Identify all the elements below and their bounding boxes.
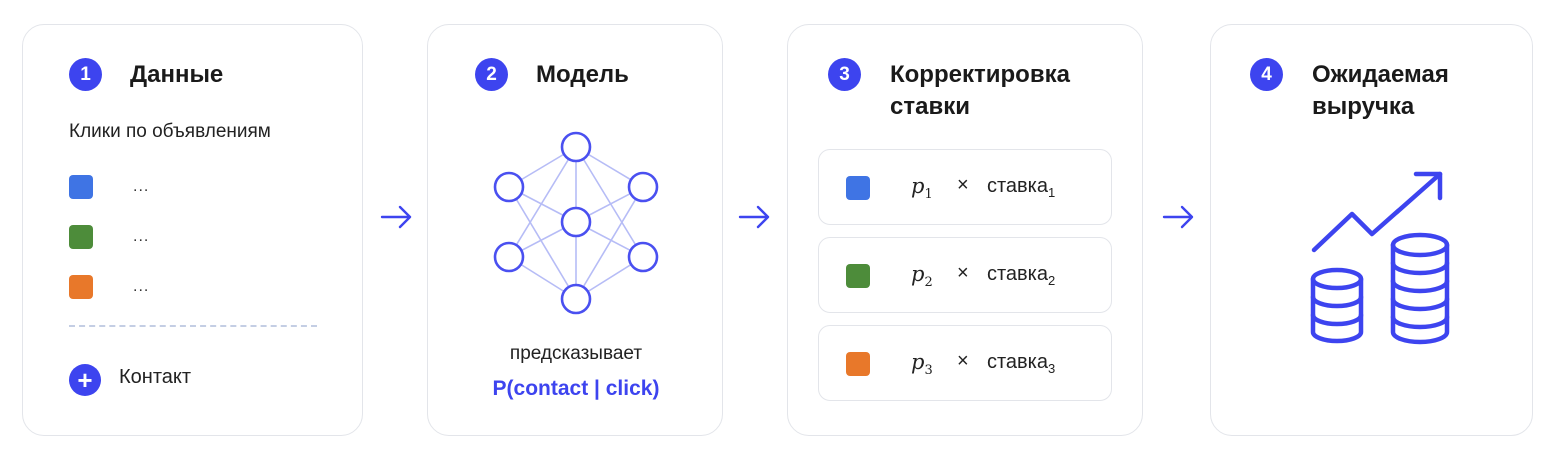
probability-term: p2 [911,262,933,291]
orange-square-icon [69,275,93,299]
green-square-icon [846,264,870,288]
step-number-badge: 4 [1250,58,1283,91]
step-card-data: 1 Данные Клики по объявлениям ... ... ..… [22,24,363,436]
step-card-bid-adjustment: 3 Корректировка ставки p1 × ставка1 p2 ×… [787,24,1143,436]
contact-label: Контакт [119,366,192,388]
multiply-sign: × [957,350,969,372]
step-card-expected-revenue: 4 Ожидаемая выручка [1210,24,1533,436]
arrow-right-icon [1162,205,1194,229]
step-title: Корректировка ставки [890,61,1070,120]
multiply-sign: × [957,262,969,284]
orange-square-icon [846,352,870,376]
bid-row: p2 × ставка2 [818,237,1112,313]
list-item-ellipsis: ... [133,278,150,295]
step-title: Данные [130,61,224,88]
bid-term: ставка2 [987,263,1056,288]
step-number-badge: 2 [475,58,508,91]
model-formula: P(contact | click) [492,377,660,400]
plus-icon: + [69,364,101,396]
list-item-ellipsis: ... [133,228,150,245]
list-item-ellipsis: ... [133,178,150,195]
bid-row: p1 × ставка1 [818,149,1112,225]
step-number-badge: 1 [69,58,102,91]
dashed-divider [69,325,317,327]
bid-term: ставка1 [987,175,1056,200]
probability-term: p3 [911,350,933,379]
probability-term: p1 [911,174,933,203]
step-subtitle: Клики по объявлениям [69,121,271,142]
blue-square-icon [846,176,870,200]
arrow-right-icon [380,205,412,229]
step-number-badge: 3 [828,58,861,91]
multiply-sign: × [957,174,969,196]
step-title: Ожидаемая выручка [1312,61,1449,120]
model-caption: предсказывает [509,343,643,364]
bid-row: p3 × ставка3 [818,325,1112,401]
arrow-right-icon [738,205,770,229]
blue-square-icon [69,175,93,199]
revenue-growth-icon [1310,171,1450,345]
step-title: Модель [536,61,629,88]
green-square-icon [69,225,93,249]
step-card-model: 2 Модель предсказывае [427,24,723,436]
neural-network-icon [493,131,659,315]
bid-term: ставка3 [987,351,1056,376]
